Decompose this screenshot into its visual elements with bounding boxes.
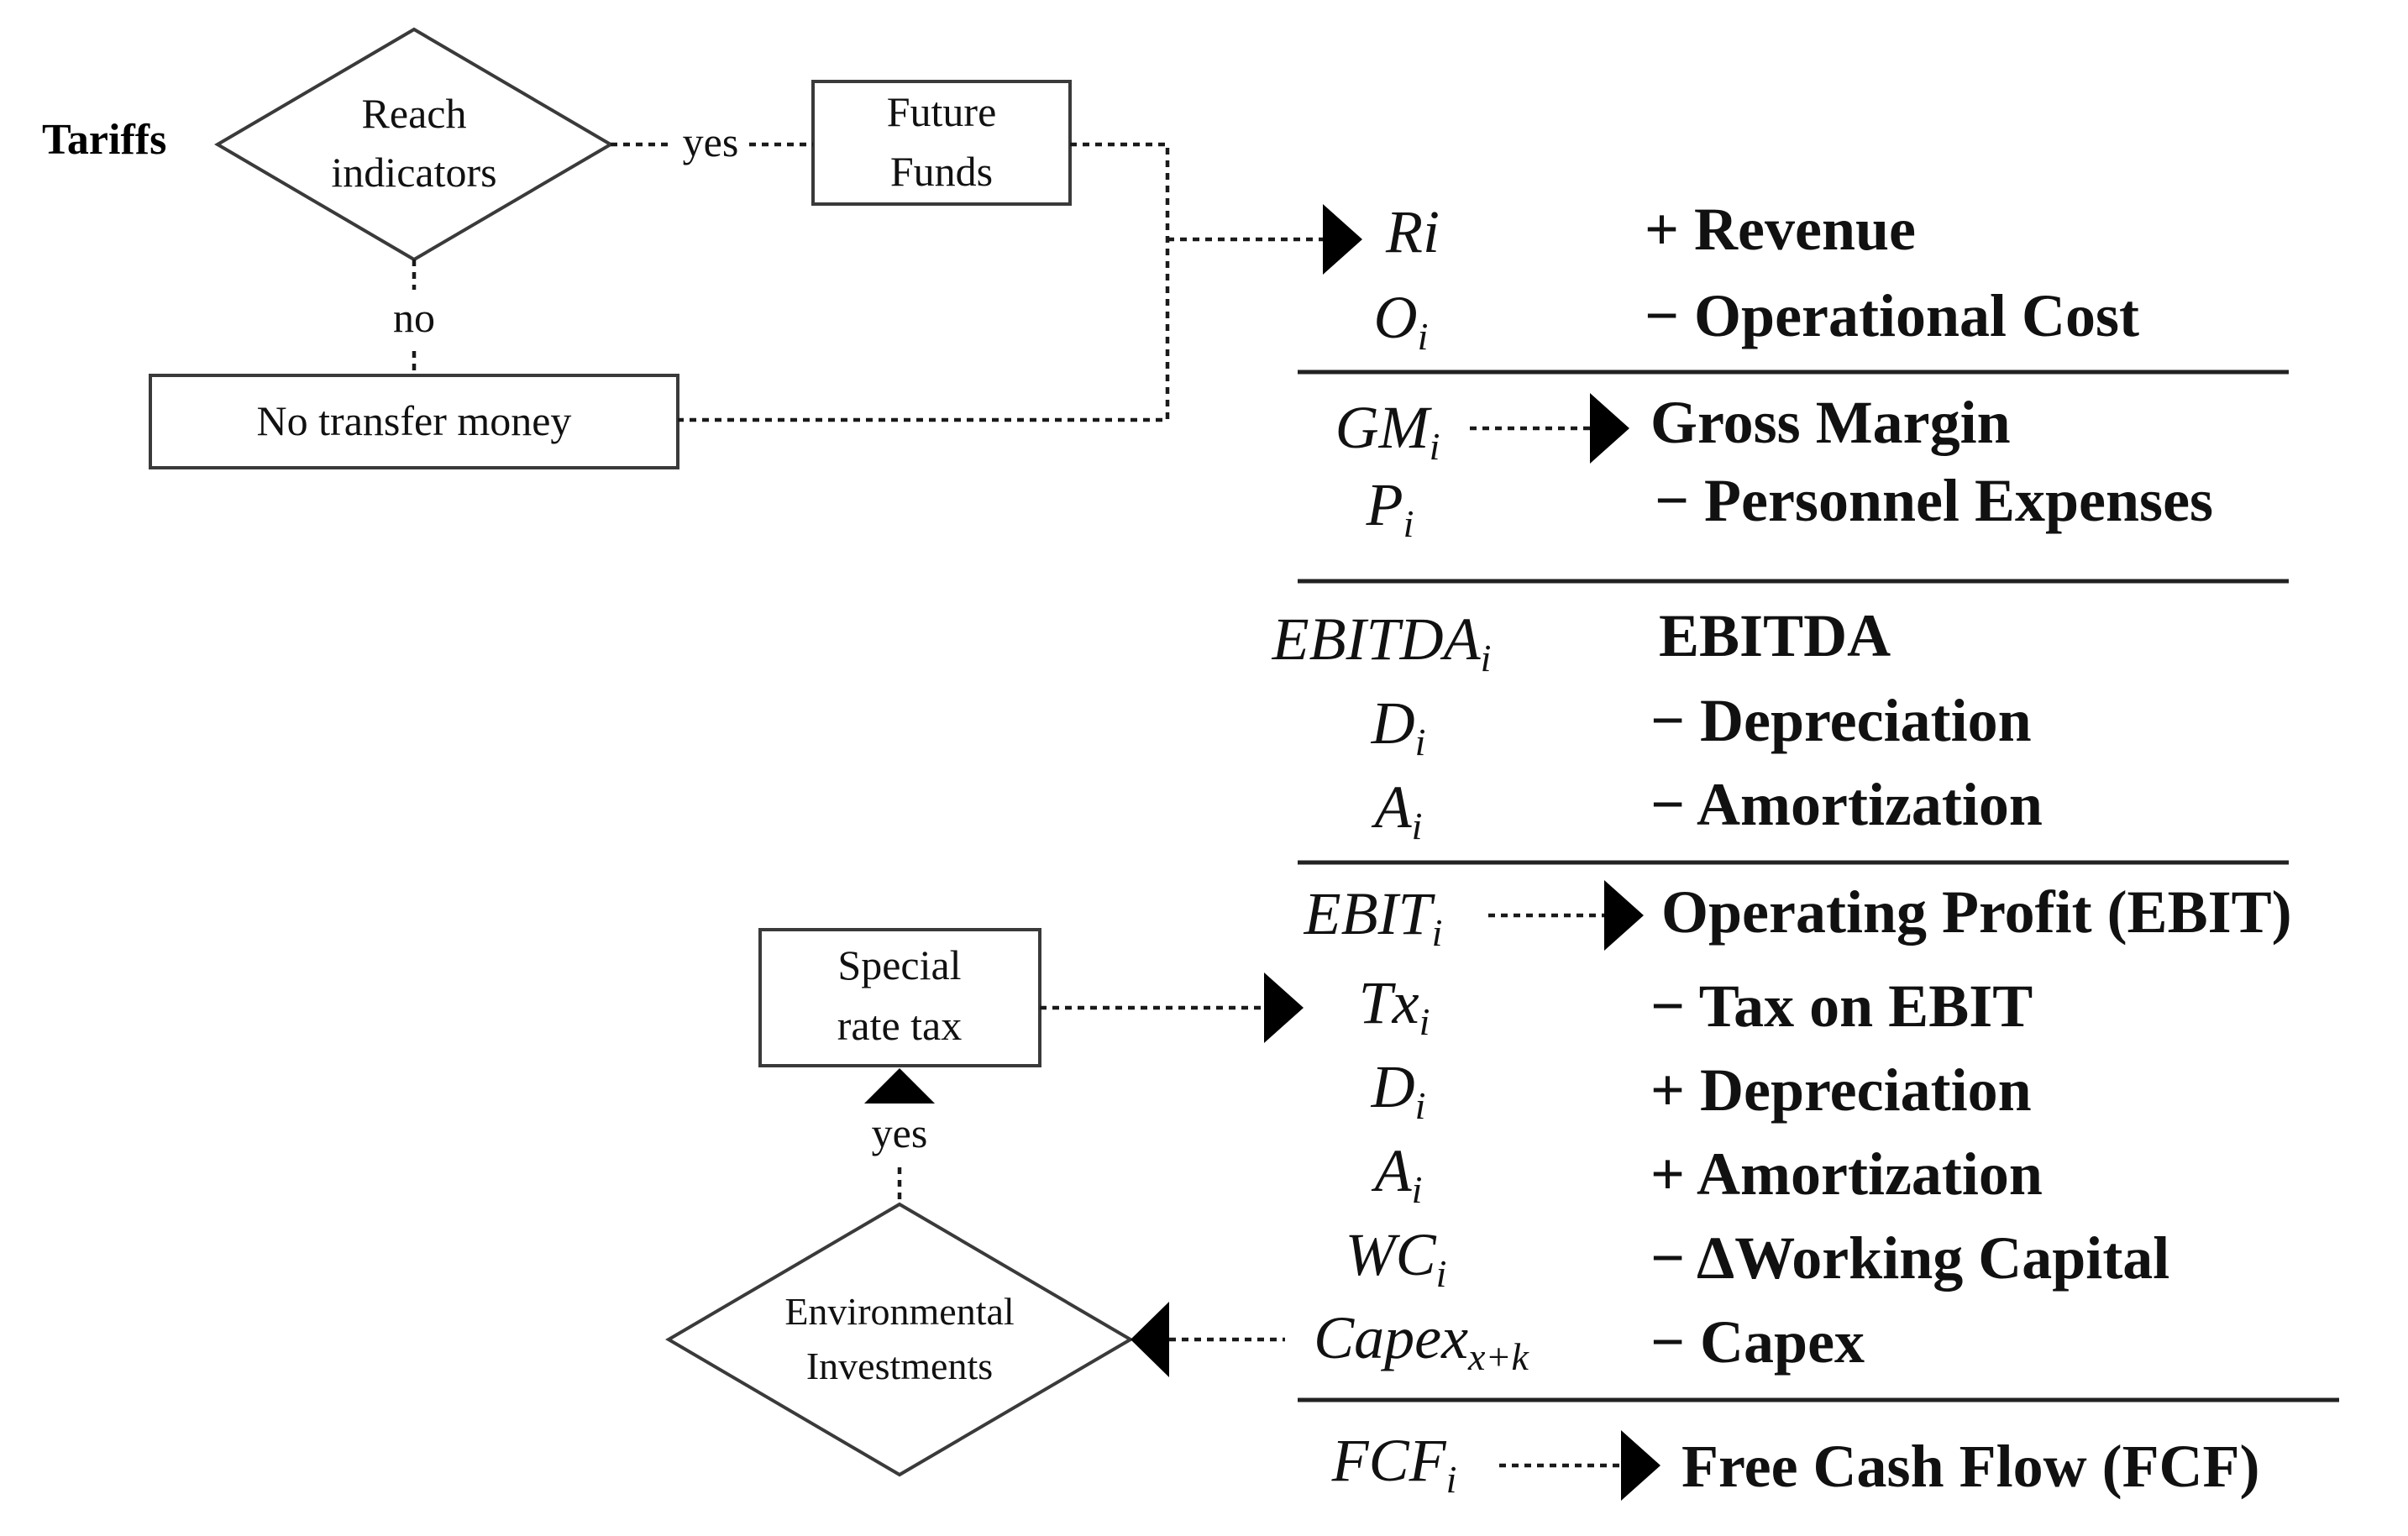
label-gross-margin: Gross Margin bbox=[1650, 389, 2011, 456]
yes-label-2: yes bbox=[872, 1109, 928, 1156]
arrow-head-environmental bbox=[1131, 1302, 1169, 1377]
reach-indicators-line-1: Reach bbox=[362, 90, 467, 137]
future-funds-line-1: Future bbox=[887, 88, 997, 135]
special-rate-tax-line-2: rate tax bbox=[837, 1002, 963, 1049]
income-statement: Ri + Revenue Oi − Operational Cost GMi G… bbox=[1272, 196, 2339, 1501]
label-revenue: + Revenue bbox=[1645, 196, 1916, 263]
symbol-tax: Txi bbox=[1359, 969, 1430, 1043]
connector-merge-bracket bbox=[678, 142, 1170, 422]
tariffs-label: Tariffs bbox=[42, 116, 166, 164]
arrow-head-tax bbox=[1264, 972, 1304, 1043]
symbol-amortization-minus: Ai bbox=[1372, 773, 1423, 847]
no-transfer-money-box: No transfer money bbox=[149, 374, 679, 469]
symbol-operational-cost: Oi bbox=[1374, 284, 1429, 358]
symbol-fcf: FCFi bbox=[1331, 1427, 1457, 1501]
label-amortization-minus: − Amortization bbox=[1650, 771, 2043, 838]
label-personnel-expenses: − Personnel Expenses bbox=[1655, 467, 2213, 534]
label-capex: − Capex bbox=[1650, 1308, 1865, 1376]
label-depreciation-plus: + Depreciation bbox=[1650, 1056, 2032, 1124]
label-tax-on-ebit: − Tax on EBIT bbox=[1650, 972, 2033, 1040]
symbol-personnel-expenses: Pi bbox=[1366, 471, 1414, 545]
label-operating-profit: Operating Profit (EBIT) bbox=[1661, 878, 2292, 946]
reach-indicators-line-2: indicators bbox=[331, 149, 496, 196]
environmental-investments-line-1: Environmental bbox=[784, 1290, 1014, 1333]
future-funds-line-2: Funds bbox=[890, 148, 993, 195]
future-funds-box: Future Funds bbox=[811, 80, 1072, 206]
arrow-head-revenue bbox=[1323, 204, 1362, 275]
yes-label: yes bbox=[683, 118, 739, 165]
symbol-depreciation-minus: Di bbox=[1371, 689, 1426, 763]
environmental-investments-line-2: Investments bbox=[806, 1345, 993, 1387]
special-rate-tax-box: Special rate tax bbox=[758, 928, 1041, 1067]
arrow-head-fcf bbox=[1621, 1430, 1660, 1501]
label-ebitda: EBITDA bbox=[1659, 602, 1891, 669]
no-transfer-money-text: No transfer money bbox=[257, 397, 572, 444]
symbol-amortization-plus: Ai bbox=[1372, 1137, 1423, 1211]
arrow-head-special-rate-tax bbox=[864, 1068, 935, 1104]
label-free-cash-flow: Free Cash Flow (FCF) bbox=[1681, 1433, 2260, 1500]
special-rate-tax-line-1: Special bbox=[837, 941, 961, 988]
label-working-capital: − ΔWorking Capital bbox=[1650, 1224, 2169, 1292]
no-label: no bbox=[393, 294, 435, 341]
symbol-gross-margin: GMi bbox=[1335, 394, 1440, 468]
symbol-working-capital: WCi bbox=[1346, 1221, 1447, 1295]
environmental-investments-decision: Environmental Investments bbox=[665, 1202, 1134, 1477]
symbol-ebit: EBITi bbox=[1304, 880, 1443, 954]
symbol-ebitda: EBITDAi bbox=[1272, 605, 1492, 679]
symbol-depreciation-plus: Di bbox=[1371, 1053, 1426, 1127]
label-operational-cost: − Operational Cost bbox=[1645, 282, 2139, 349]
reach-indicators-decision: Reach indicators bbox=[214, 27, 614, 262]
arrow-head-gross-margin bbox=[1590, 393, 1629, 464]
symbol-capex: Capexx+k bbox=[1314, 1304, 1529, 1378]
label-amortization-plus: + Amortization bbox=[1650, 1140, 2043, 1208]
label-depreciation-minus: − Depreciation bbox=[1650, 687, 2032, 754]
arrow-head-ebit bbox=[1604, 880, 1644, 951]
symbol-revenue: Ri bbox=[1385, 198, 1440, 265]
